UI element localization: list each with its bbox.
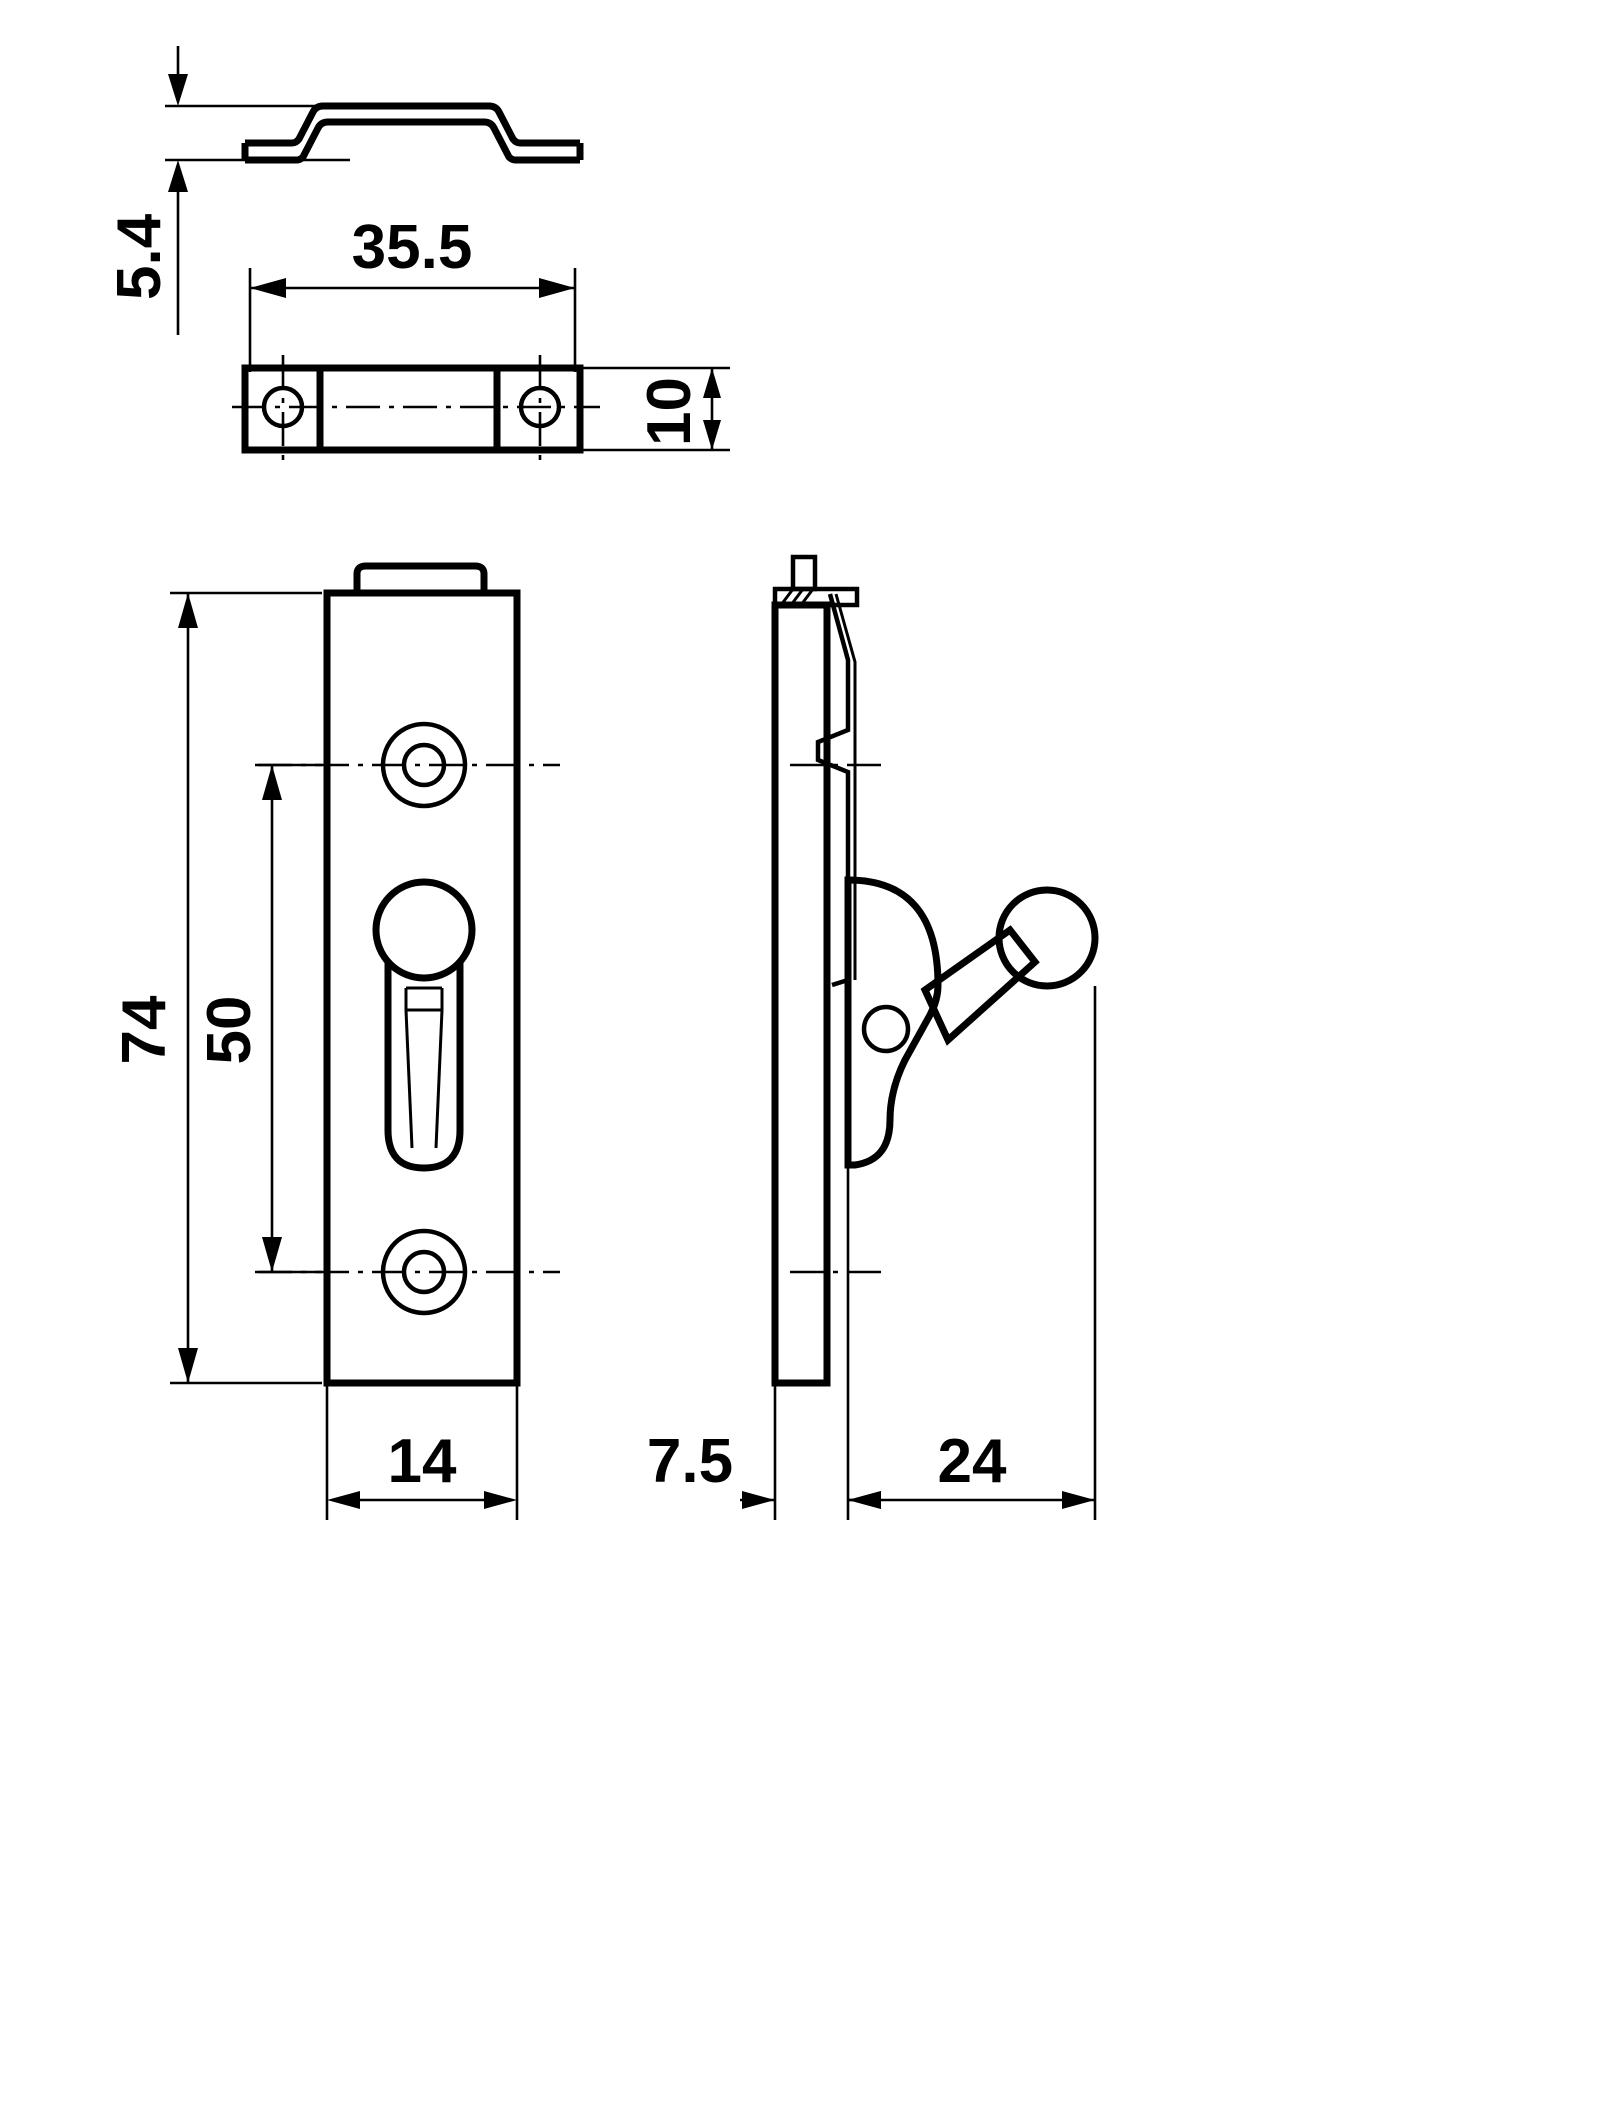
arrowhead-10-bottom — [703, 420, 721, 450]
front-view — [258, 562, 560, 1387]
dimension-74: 74 — [110, 591, 322, 1385]
front-top-tab — [353, 562, 488, 593]
arrowhead-50-top — [262, 765, 282, 800]
arrowhead-74-top — [178, 593, 198, 628]
arrowhead-14-right — [484, 1491, 517, 1509]
dim-label-35-5: 35.5 — [352, 213, 473, 282]
side-bolt-inner-edge — [834, 593, 857, 980]
arrowhead-7-5-left — [742, 1491, 775, 1509]
plate-outline — [241, 364, 584, 454]
side-hook-arm — [920, 925, 1040, 1046]
dimension-10: 10 — [575, 366, 730, 452]
front-body-outline — [323, 589, 521, 1387]
arrowhead-24-right — [1062, 1491, 1095, 1509]
front-slot-outline — [384, 978, 464, 1172]
arrowhead-10-top — [703, 368, 721, 398]
dimension-35-5: 35.5 — [248, 213, 577, 372]
arrowhead-35-5-left — [250, 278, 286, 298]
arrowhead-14-left — [327, 1491, 360, 1509]
arrowhead-24-left — [848, 1491, 881, 1509]
dimension-14: 14 — [325, 1383, 519, 1520]
side-knob-ball — [995, 886, 1099, 990]
dim-label-14: 14 — [388, 1427, 457, 1496]
dimension-7-5: 7.5 — [647, 1000, 881, 1520]
top-profile-view — [241, 102, 584, 164]
dim-label-24: 24 — [938, 1427, 1007, 1496]
arrowhead-5-4-bottom — [168, 160, 188, 192]
front-tongue-right-edge — [434, 1009, 444, 1149]
dim-label-50: 50 — [195, 996, 264, 1065]
top-plan-view — [232, 355, 600, 462]
side-backplate — [771, 601, 831, 1387]
profile-inner-contour — [245, 102, 580, 147]
dimension-50: 50 — [195, 763, 322, 1274]
front-tongue-left-edge — [404, 1009, 414, 1149]
arrowhead-35-5-right — [539, 278, 575, 298]
side-view — [771, 554, 1099, 1387]
arrowhead-5-4-top — [168, 74, 188, 106]
dim-label-7-5: 7.5 — [647, 1427, 733, 1496]
front-knob-circle — [372, 878, 476, 982]
profile-outer-contour — [245, 118, 580, 164]
dimension-24: 24 — [848, 986, 1097, 1520]
dim-label-5-4: 5.4 — [105, 213, 174, 300]
arrowhead-50-bottom — [262, 1237, 282, 1272]
front-tongue-head — [404, 988, 444, 1012]
side-screw-circle — [861, 1004, 911, 1054]
arrowhead-74-bottom — [178, 1348, 198, 1383]
side-hook-boss — [844, 876, 942, 1169]
dimension-5-4: 5.4 — [105, 46, 370, 335]
dim-label-10: 10 — [635, 377, 704, 446]
dim-label-74: 74 — [110, 995, 179, 1064]
